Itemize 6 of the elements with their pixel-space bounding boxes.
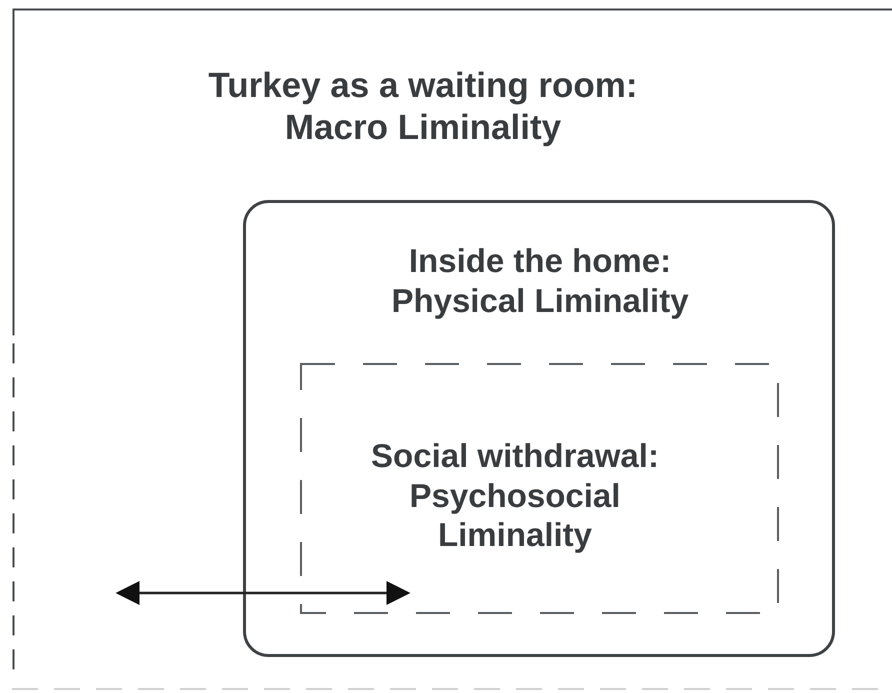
dashed-panel [300, 363, 779, 614]
rounded-panel [243, 200, 835, 657]
frame [12, 8, 892, 690]
heading: Social withdrawal: Psychosocial Liminality [370, 436, 660, 555]
heading: Inside the home: Physical Liminality [390, 241, 690, 320]
heading: Turkey as a waiting room: Macro Liminality [207, 65, 639, 149]
